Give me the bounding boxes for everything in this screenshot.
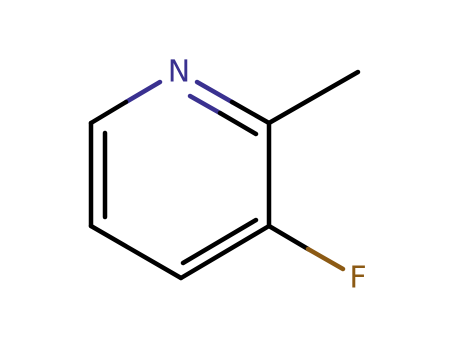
bond-n-c2-double xyxy=(187,93,223,116)
bond-c3-f xyxy=(266,223,311,252)
bond-n-c6 xyxy=(123,79,163,105)
bond-c2-methyl xyxy=(266,69,361,126)
fluorine-label: F xyxy=(349,261,366,296)
bond-n-c2-b xyxy=(229,99,272,126)
bond-c5-c4 xyxy=(88,223,184,281)
nitrogen-label: N xyxy=(168,55,190,90)
bond-c4-c3-double xyxy=(180,217,259,266)
bond-c3-f-b xyxy=(305,246,346,272)
bond-n-c2-double-b xyxy=(217,110,259,137)
bond-n-c2 xyxy=(194,79,235,105)
bond-c4-c3 xyxy=(178,223,272,281)
bond-n-c6-b xyxy=(88,99,129,126)
